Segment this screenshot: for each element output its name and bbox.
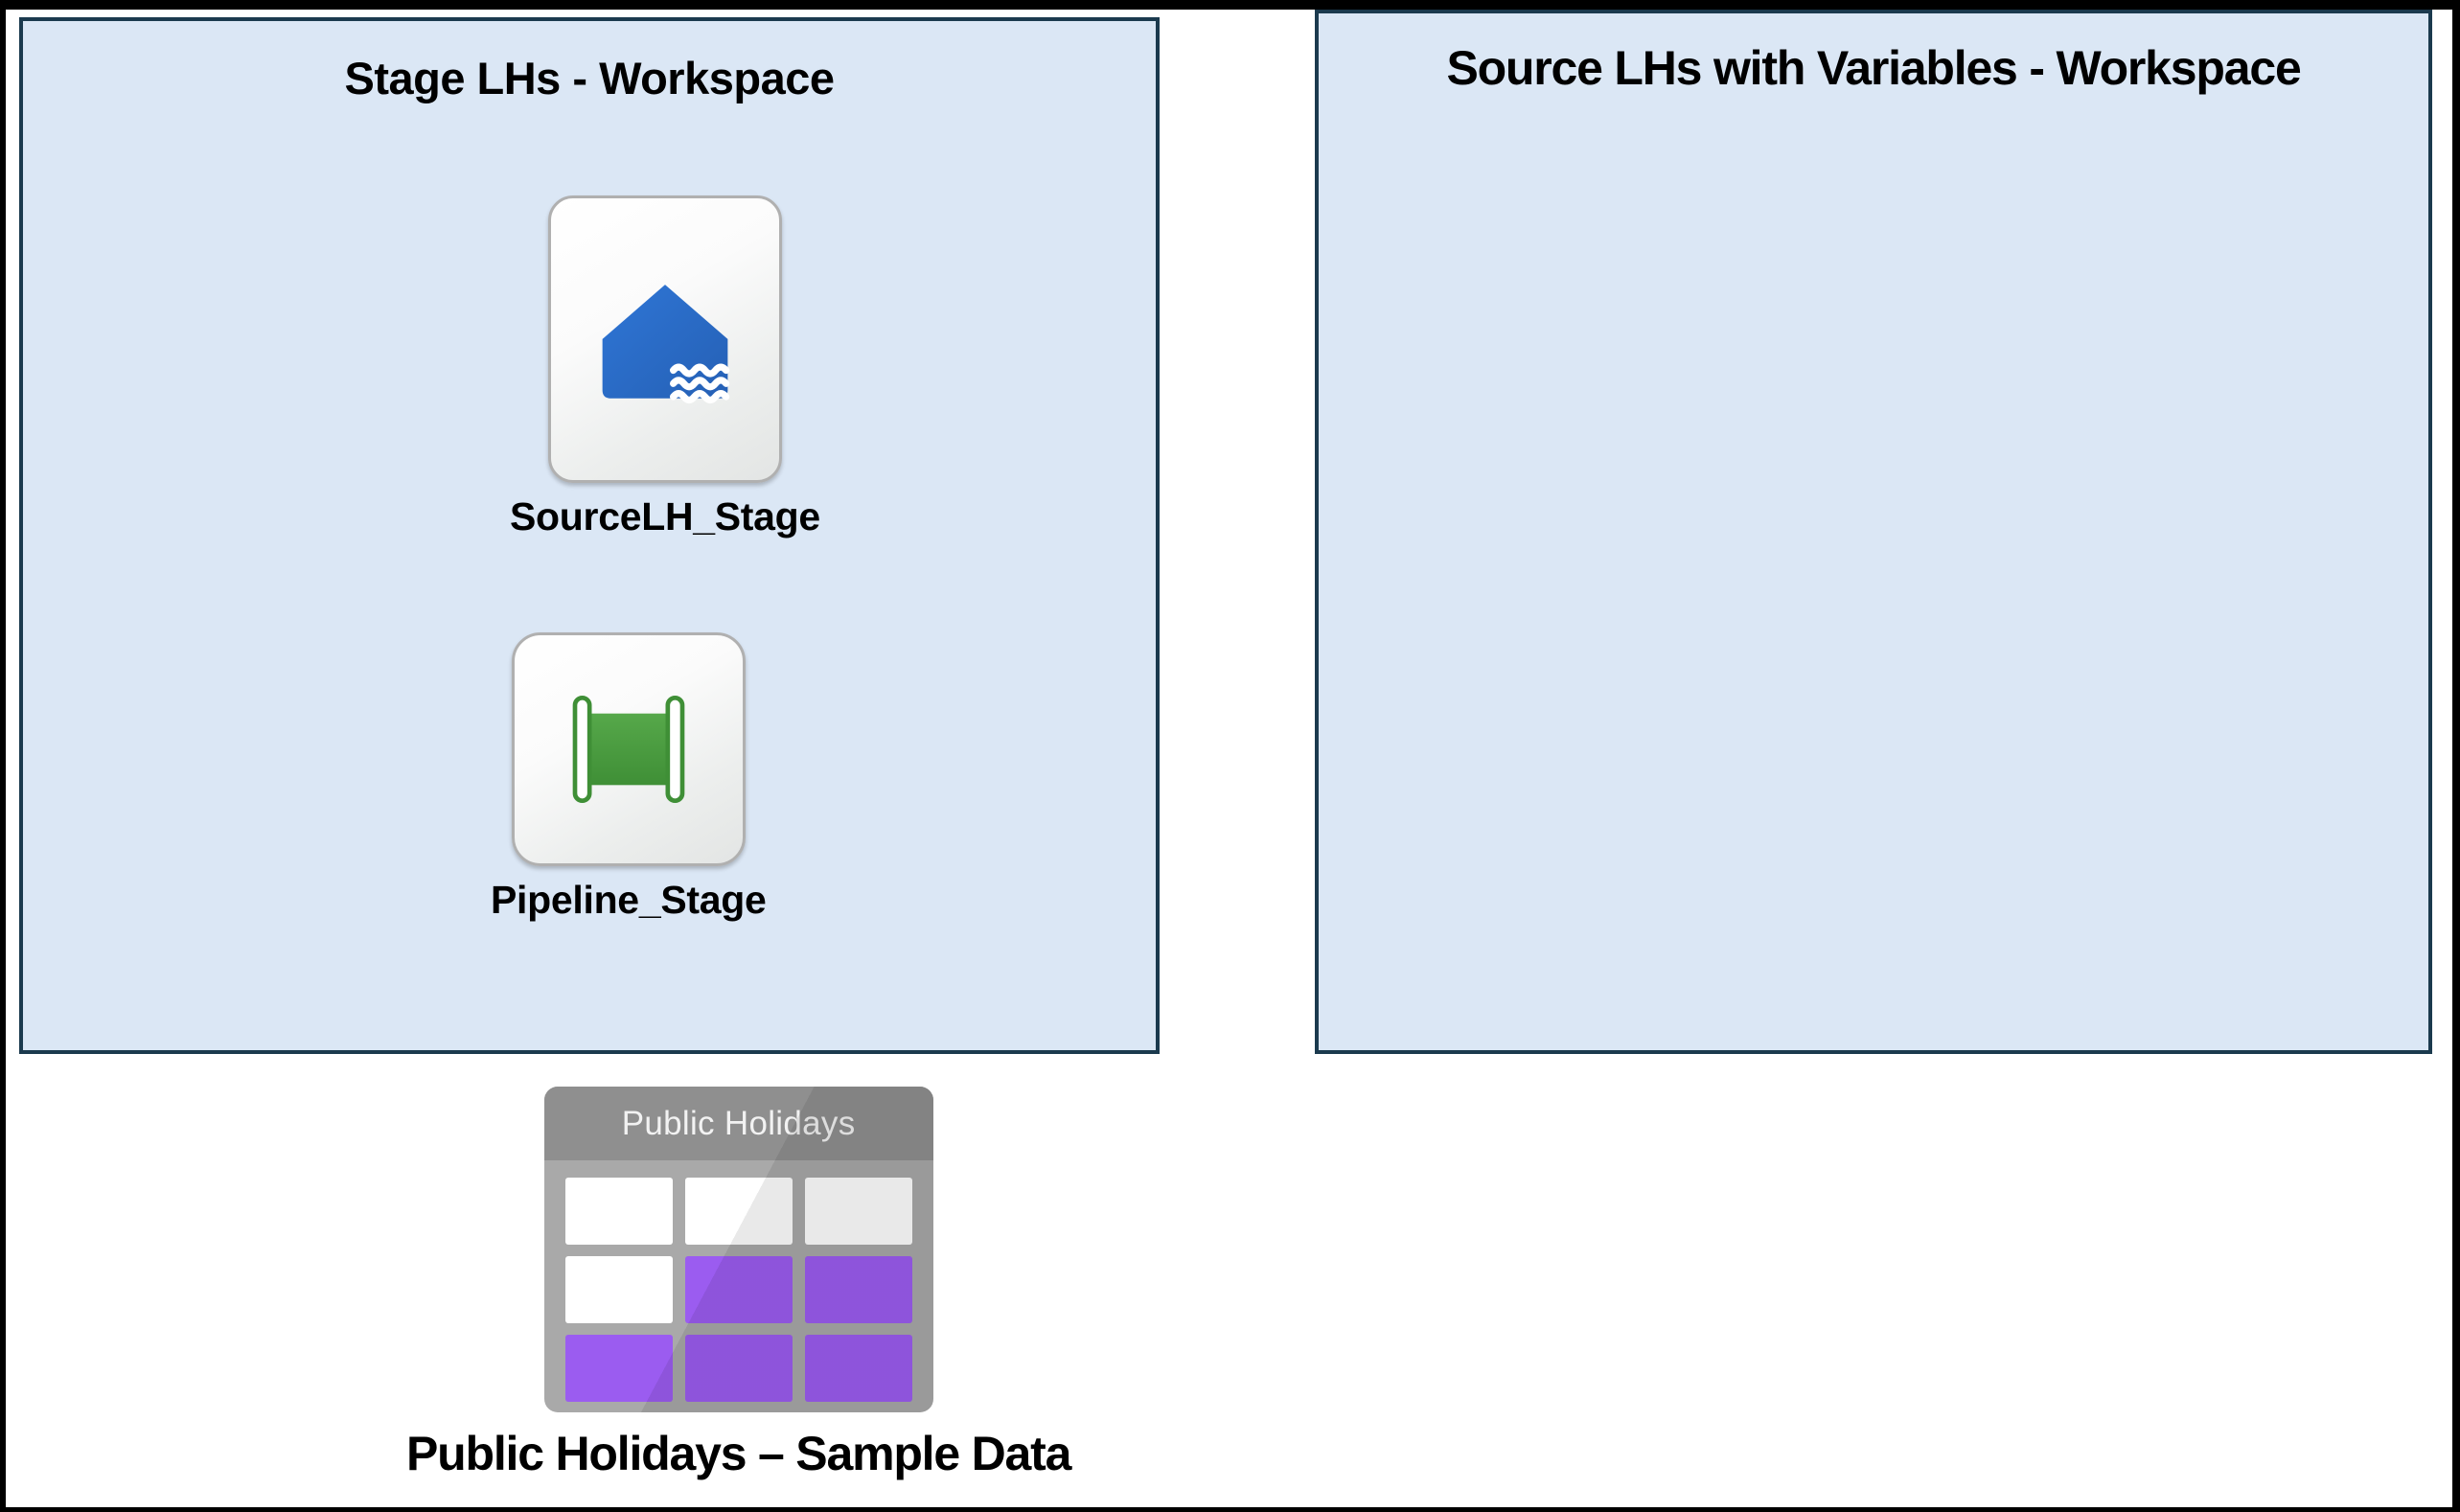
item-label: Pipeline_Stage — [491, 878, 767, 922]
table-cell — [684, 1178, 793, 1245]
diagram-stage: Stage LHs - Workspace — [6, 10, 2452, 1507]
pipeline-icon — [572, 696, 685, 803]
workspace-panel-source: Source LHs with Variables - Workspace So… — [1315, 10, 2432, 1054]
table-cell — [684, 1256, 793, 1323]
lakehouse-tile[interactable] — [547, 195, 782, 483]
table-cell — [564, 1335, 673, 1402]
table-cell — [564, 1178, 673, 1245]
table-cell — [564, 1256, 673, 1323]
lakehouse-icon — [602, 285, 730, 404]
workspace-panel-stage: Stage LHs - Workspace — [19, 17, 1160, 1054]
table-icon[interactable]: Public Holidays — [543, 1087, 933, 1412]
table-card-title: Public Holidays — [543, 1087, 933, 1160]
item-public-holidays[interactable]: Public Holidays Public Holidays – Sample… — [406, 1087, 1071, 1481]
table-cell — [684, 1335, 793, 1402]
item-label: Public Holidays – Sample Data — [406, 1427, 1071, 1480]
table-grid — [564, 1178, 912, 1402]
pipeline-tile[interactable] — [511, 632, 746, 866]
table-cell — [804, 1178, 912, 1245]
item-sourcelh-stage[interactable]: SourceLH_Stage — [510, 195, 820, 539]
item-pipeline-stage[interactable]: Pipeline_Stage — [491, 632, 767, 923]
table-cell — [804, 1335, 912, 1402]
panel-title-stage: Stage LHs - Workspace — [344, 53, 835, 103]
table-cell — [804, 1256, 912, 1323]
panel-title-source: Source LHs with Variables - Workspace — [1446, 41, 2301, 95]
item-label: SourceLH_Stage — [510, 494, 820, 538]
